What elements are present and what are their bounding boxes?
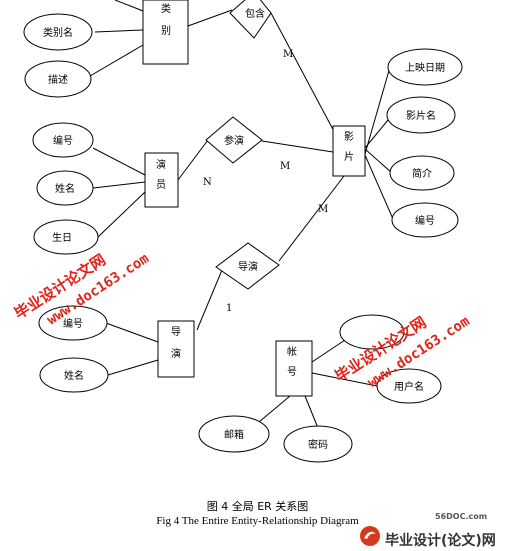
entity-movie: 影片 [332,125,366,177]
attribute-actor-birthday-label: 生日 [52,231,72,244]
cardinality-directs-movie: M [318,204,328,215]
attribute-movie-release-date: 上映日期 [387,48,463,86]
cardinality-acts-in-actor: N [203,177,212,188]
attribute-movie-intro: 简介 [389,155,455,191]
attribute-description: 描述 [24,60,92,98]
logo-main-text: 毕业设计(论文)网 [385,533,496,549]
attribute-actor-id: 编号 [32,122,94,158]
attribute-account-hidden [339,314,405,350]
attribute-movie-intro-label: 简介 [412,167,432,180]
entity-account-label: 帐号 [287,345,297,378]
entity-director: 导演 [157,320,195,378]
entity-category: 类别 [142,0,189,65]
entity-movie-label: 影片 [344,131,354,163]
entity-category-l1: 类 [161,2,171,15]
logo-small-text: 56DOC.com [435,512,488,521]
attribute-email-label: 邮箱 [224,428,244,441]
relationship-acts-in: 参演 [205,116,263,164]
attribute-director-name: 姓名 [39,357,109,393]
attribute-email: 邮箱 [198,415,270,453]
attribute-movie-release-date-label: 上映日期 [405,62,445,74]
entity-actor-label: 演员 [156,158,166,191]
cardinality-directs-director: 1 [226,303,232,314]
logo-swirl-icon [360,526,380,546]
connector-lines [89,0,394,429]
relationship-acts-in-label: 参演 [224,134,244,147]
attribute-actor-name-label: 姓名 [55,182,75,195]
attribute-description-label: 描述 [48,73,68,86]
entity-movie-l2: 片 [344,150,354,163]
relationship-contains: 包含 [229,0,272,39]
figure-caption-english: Fig 4 The Entire Entity-Relationship Dia… [156,515,359,527]
attribute-movie-id-label: 编号 [415,214,435,227]
entity-actor: 演员 [144,152,179,208]
attribute-password: 密码 [283,425,353,463]
relationship-directs: 导演 [215,242,280,290]
attribute-movie-name-label: 影片名 [406,109,436,122]
attribute-movie-id: 编号 [391,202,459,238]
entity-director-label: 导演 [171,326,181,360]
attribute-actor-name: 姓名 [36,170,94,206]
entity-account-l2: 号 [287,366,297,378]
attribute-director-name-label: 姓名 [64,369,84,382]
attribute-password-label: 密码 [308,438,328,451]
entity-director-l1: 导 [171,326,181,338]
attribute-director-id-label: 编号 [63,317,83,330]
attribute-director-id: 编号 [38,305,108,341]
attribute-actor-birthday: 生日 [33,219,99,255]
attribute-category-name: 类别名 [23,13,93,51]
entity-account: 帐号 [275,340,313,397]
relationship-directs-label: 导演 [238,260,258,273]
cardinality-contains-movie: M [283,49,293,60]
attribute-actor-id-label: 编号 [53,134,73,147]
entity-actor-l2: 员 [156,179,166,191]
attribute-username: 用户名 [376,368,442,404]
entity-actor-l1: 演 [156,158,166,171]
entity-movie-l1: 影 [344,131,354,143]
attribute-movie-name: 影片名 [386,96,456,134]
entity-category-label: 类别 [161,2,171,37]
cardinality-acts-in-movie: M [280,161,290,172]
figure-caption-chinese: 图 4 全局 ER 关系图 [206,500,309,513]
relationship-contains-label: 包含 [245,7,265,20]
attribute-username-label: 用户名 [394,380,424,393]
entity-category-l2: 别 [161,25,171,37]
attribute-category-name-label: 类别名 [43,26,73,39]
entity-account-l1: 帐 [287,345,297,358]
entity-director-l2: 演 [171,347,181,360]
